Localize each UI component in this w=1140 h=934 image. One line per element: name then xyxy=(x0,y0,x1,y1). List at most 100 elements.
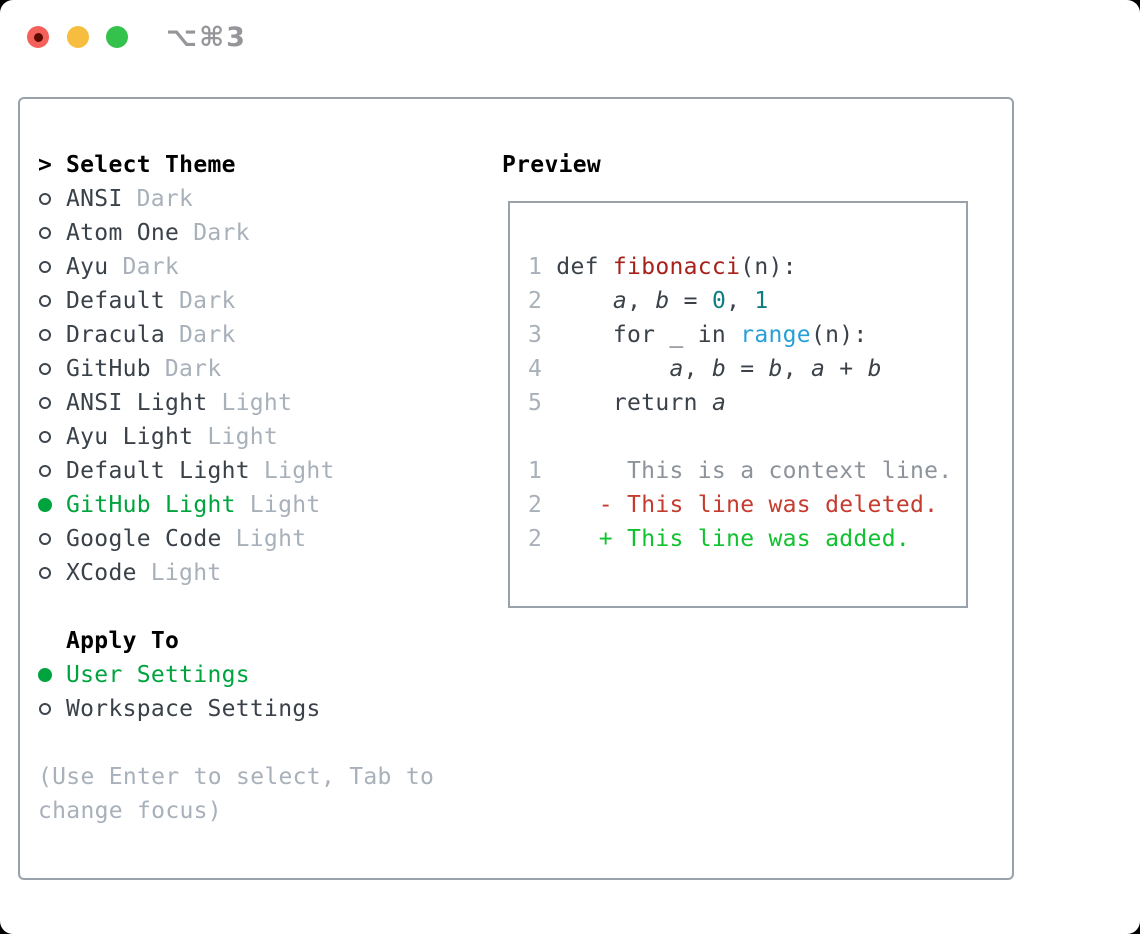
theme-name: GitHub xyxy=(66,356,151,382)
radio-icon xyxy=(38,329,66,341)
code-token: a xyxy=(711,390,727,416)
code-token: (n): xyxy=(810,322,868,348)
apply-option-name: User Settings xyxy=(66,662,250,688)
code-token: This is a context line. xyxy=(542,458,953,484)
code-token: return xyxy=(542,390,712,416)
apply-option-name: Workspace Settings xyxy=(66,696,321,722)
code-token xyxy=(542,492,599,518)
radio-icon xyxy=(38,295,66,307)
code-line: 1 This is a context line. xyxy=(528,454,966,488)
theme-variant-tag: Dark xyxy=(164,356,222,382)
radio-icon xyxy=(38,703,66,715)
radio-icon xyxy=(38,397,66,409)
cursor-marker: > xyxy=(38,152,53,178)
theme-option[interactable]: Default Light Light xyxy=(38,454,434,488)
theme-name: ANSI Light xyxy=(66,390,208,416)
code-token: for _ in xyxy=(542,322,741,348)
radio-icon xyxy=(38,465,66,477)
code-token xyxy=(542,526,599,552)
theme-option[interactable]: GitHub Dark xyxy=(38,352,434,386)
code-token: b xyxy=(655,288,670,314)
line-number: 1 xyxy=(528,254,543,280)
hint-text-line1: (Use Enter to select, Tab to xyxy=(38,764,435,790)
code-token: + xyxy=(825,356,868,382)
code-line: 3 for _ in range(n): xyxy=(528,318,966,352)
theme-variant-tag: Light xyxy=(263,458,335,484)
radio-icon xyxy=(38,227,66,239)
code-line xyxy=(528,420,966,454)
preview-title: Preview xyxy=(502,152,602,178)
code-token: b xyxy=(867,356,882,382)
theme-variant-tag: Dark xyxy=(136,186,194,212)
theme-name: Google Code xyxy=(66,526,222,552)
code-token: fibonacci xyxy=(612,254,741,280)
line-number: 2 xyxy=(528,526,543,552)
radio-icon xyxy=(38,261,66,273)
select-theme-label: Select Theme xyxy=(66,152,236,178)
apply-to-header: Apply To xyxy=(38,624,434,658)
apply-option[interactable]: Workspace Settings xyxy=(38,692,434,726)
radio-icon xyxy=(38,567,66,579)
code-token: range xyxy=(740,322,811,348)
apply-to-label: Apply To xyxy=(66,628,180,654)
theme-name: Atom One xyxy=(66,220,180,246)
zoom-button-icon[interactable] xyxy=(106,26,128,48)
select-theme-header: > Select Theme xyxy=(38,148,434,182)
theme-variant-tag: Light xyxy=(249,492,321,518)
theme-variant-tag: Dark xyxy=(193,220,250,246)
code-token: , xyxy=(782,356,811,382)
theme-name: Dracula xyxy=(66,322,166,348)
code-line: 2 - This line was deleted. xyxy=(528,488,966,522)
code-token: , xyxy=(627,288,656,314)
line-number: 4 xyxy=(528,356,543,382)
apply-option[interactable]: User Settings xyxy=(38,658,434,692)
code-token: a xyxy=(612,288,628,314)
theme-option[interactable]: GitHub Light Light xyxy=(38,488,434,522)
code-line: 4 a, b = b, a + b xyxy=(528,352,966,386)
code-token: b xyxy=(768,356,783,382)
code-token: = xyxy=(726,356,769,382)
code-token xyxy=(542,356,669,382)
code-token: + This line was added. xyxy=(598,526,910,552)
theme-variant-tag: Light xyxy=(221,390,293,416)
radio-selected-icon xyxy=(38,668,66,682)
theme-option[interactable]: Ayu Light Light xyxy=(38,420,434,454)
spacer xyxy=(38,726,434,760)
line-number: 5 xyxy=(528,390,543,416)
window-title-shortcut: ⌥⌘3 xyxy=(166,22,247,53)
code-line: 1 def fibonacci(n): xyxy=(528,250,966,284)
theme-option[interactable]: Atom One Dark xyxy=(38,216,434,250)
code-token: a xyxy=(669,356,684,382)
line-number: 3 xyxy=(528,322,543,348)
theme-option[interactable]: ANSI Dark xyxy=(38,182,434,216)
radio-icon xyxy=(38,431,66,443)
theme-variant-tag: Light xyxy=(207,424,279,450)
radio-icon xyxy=(38,533,66,545)
theme-option[interactable]: ANSI Light Light xyxy=(38,386,434,420)
code-token: a xyxy=(811,356,826,382)
code-line: 2 + This line was added. xyxy=(528,522,966,556)
theme-name: GitHub Light xyxy=(66,492,236,518)
radio-icon xyxy=(38,363,66,375)
theme-variant-tag: Dark xyxy=(179,288,236,314)
theme-name: Ayu xyxy=(66,254,109,280)
theme-name: Default Light xyxy=(66,458,250,484)
theme-name: ANSI xyxy=(66,186,123,212)
code-line: 5 return a xyxy=(528,386,966,420)
close-button-icon[interactable] xyxy=(27,26,49,48)
radio-icon xyxy=(38,193,66,205)
code-token: def xyxy=(542,254,613,280)
minimize-button-icon[interactable] xyxy=(67,26,89,48)
theme-variant-tag: Light xyxy=(150,560,222,586)
theme-name: Ayu Light xyxy=(66,424,194,450)
close-dot-icon xyxy=(33,32,43,42)
line-number: 1 xyxy=(528,458,543,484)
line-number: 2 xyxy=(528,492,543,518)
